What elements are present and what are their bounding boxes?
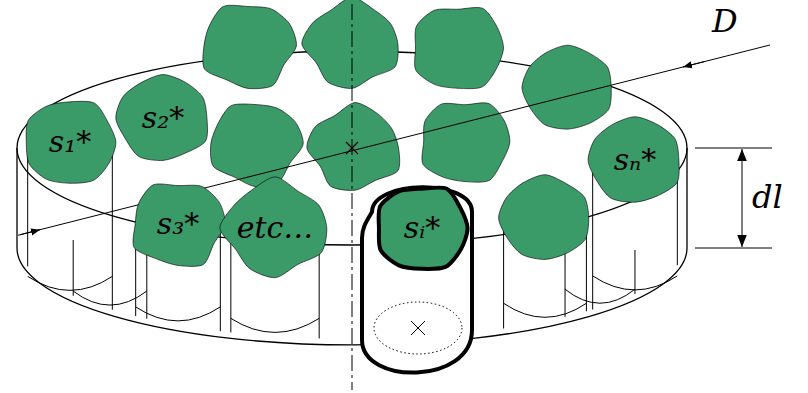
area-label: sᵢ* [376, 211, 468, 244]
tube-wall [565, 250, 566, 317]
area-label: s₁* [24, 125, 116, 158]
dimension-label: D [712, 4, 738, 39]
section-blob [415, 7, 504, 88]
diameter-arrow [20, 230, 40, 235]
section-blob [220, 177, 327, 278]
area-label: sₙ* [589, 143, 681, 176]
diameter-arrow [683, 61, 705, 67]
section-node: sᵢ* [376, 186, 468, 271]
section-node: sₙ* [589, 118, 681, 203]
area-label: etc… [225, 211, 326, 244]
dimension-line [742, 149, 743, 247]
extension-line [695, 148, 772, 149]
section-blob [210, 104, 303, 187]
section-node: etc… [225, 184, 326, 272]
tube-wall [592, 160, 593, 309]
section-node: s₃* [132, 182, 224, 267]
section-blob [307, 103, 400, 191]
hidden-section [374, 302, 462, 354]
highlighted-tube [362, 187, 472, 372]
disk-side [686, 148, 687, 248]
area-label: s₃* [132, 207, 224, 240]
axis-line [352, 4, 353, 390]
tube-wall [112, 142, 113, 310]
tube-end [504, 303, 587, 317]
tube-wall [73, 240, 74, 296]
area-label: s₂* [117, 101, 209, 134]
section-blob [203, 5, 297, 88]
section-blob [499, 175, 589, 260]
tube-end [231, 318, 319, 332]
tube-wall [634, 250, 635, 294]
tube-wall [220, 224, 221, 331]
section-blob [522, 45, 611, 129]
tube-end [565, 289, 635, 303]
dimension-label: dl [752, 180, 783, 215]
section-blob [302, 0, 398, 88]
tube-end [136, 307, 221, 321]
centre-cross [411, 321, 425, 335]
section-node: s₁* [24, 100, 116, 185]
section-node: s₂* [117, 76, 209, 161]
disk-side [16, 148, 17, 248]
extension-line [695, 248, 772, 249]
tube-end [73, 291, 147, 305]
section-blob [422, 103, 510, 182]
